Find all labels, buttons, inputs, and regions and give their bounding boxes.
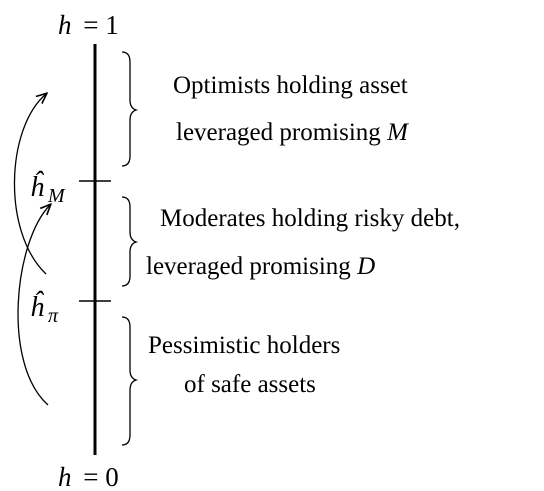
axis-top-eq: = 1	[83, 10, 118, 40]
tick-h-pi-label: ĥ π	[30, 291, 59, 327]
tick-h-m-hat: ĥ	[30, 171, 45, 203]
tick-h-m-label: ĥ M	[30, 171, 66, 207]
tick-h-m-sub: M	[47, 185, 66, 207]
moderates-line-2-text: leveraged promising	[146, 253, 357, 280]
tick-h-pi-sub: π	[48, 305, 59, 327]
moderates-brace	[121, 196, 139, 287]
axis-bottom-eq: = 0	[83, 462, 118, 491]
axis-top-var: h	[58, 10, 72, 40]
optimists-line-2-text: leveraged promising	[176, 119, 387, 146]
optimists-line-2: leveraged promising M	[176, 119, 409, 146]
tick-h-pi-hat: ĥ	[30, 291, 45, 323]
axis-bottom-var: h	[58, 462, 72, 491]
lower-move-arrow	[17, 205, 50, 406]
optimists-brace	[121, 51, 139, 167]
moderates-line-2: leveraged promising D	[146, 253, 375, 280]
axis-bottom-label: h = 0	[58, 462, 119, 491]
pessimists-line-2: of safe assets	[184, 371, 316, 398]
moderates-line-2-var: D	[356, 253, 375, 280]
pessimists-line-1: Pessimistic holders	[148, 332, 340, 359]
moderates-line-1: Moderates holding risky debt,	[160, 205, 460, 232]
axis-top-label: h = 1	[58, 10, 119, 40]
pessimists-brace	[121, 316, 139, 446]
optimists-line-2-var: M	[386, 119, 409, 146]
upper-move-arrow	[13, 94, 46, 275]
optimists-line-1: Optimists holding asset	[173, 72, 408, 99]
